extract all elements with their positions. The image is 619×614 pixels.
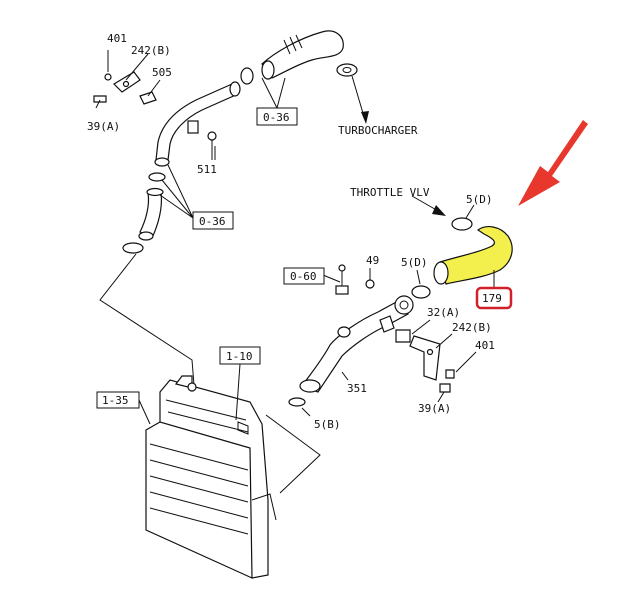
highlight-callout-box (475, 286, 513, 310)
label-turbocharger: TURBOCHARGER (338, 124, 418, 137)
highlight-part-number: 179 (482, 292, 502, 305)
ref-box-o60 (283, 267, 325, 285)
radiator-intercooler (145, 375, 277, 579)
sensor-0-60 (335, 264, 349, 295)
lower-hose-left (122, 172, 166, 254)
label-49: 49 (366, 254, 379, 267)
clamp-5b (288, 397, 306, 407)
ref-box-o36-left (192, 211, 234, 230)
bracket-right (395, 329, 455, 393)
bolt-511 (207, 131, 217, 160)
label-5d-mid: 5(D) (401, 256, 428, 269)
label-5d-top: 5(D) (466, 193, 493, 206)
clamp-5d-mid (411, 285, 431, 299)
label-39a-right: 39(A) (418, 402, 451, 415)
pipe-351 (299, 295, 414, 393)
label-39a-top: 39(A) (87, 120, 120, 133)
bracket-top-left (93, 71, 157, 105)
turbo-gasket (336, 63, 358, 77)
red-pointer-arrow (518, 120, 588, 206)
label-401-right: 401 (475, 339, 495, 352)
label-505: 505 (152, 66, 172, 79)
label-401-top: 401 (107, 32, 127, 45)
box-text-o36-left: 0-36 (199, 215, 226, 228)
clamp-upper (240, 67, 254, 85)
box-text-r135: 1-35 (102, 394, 129, 407)
throttle-arrow-head (432, 205, 446, 216)
box-text-r110: 1-10 (226, 350, 253, 363)
label-242b-top: 242(B) (131, 44, 171, 57)
label-351: 351 (347, 382, 367, 395)
intercooler-pipe-left (154, 81, 241, 167)
label-5b: 5(B) (314, 418, 341, 431)
upper-turbo-hose (261, 30, 344, 80)
label-511: 511 (197, 163, 217, 176)
turbo-arrow-head (361, 111, 369, 124)
label-throttle-vlv: THROTTLE VLV (350, 186, 430, 199)
hose-179-highlighted (433, 226, 513, 285)
label-32a: 32(A) (427, 306, 460, 319)
bolt-49 (365, 279, 375, 289)
label-242b-right: 242(B) (452, 321, 492, 334)
box-text-o36-top: 0-36 (263, 111, 290, 124)
box-text-o60: 0-60 (290, 270, 317, 283)
clamp-5d-top (451, 217, 473, 231)
